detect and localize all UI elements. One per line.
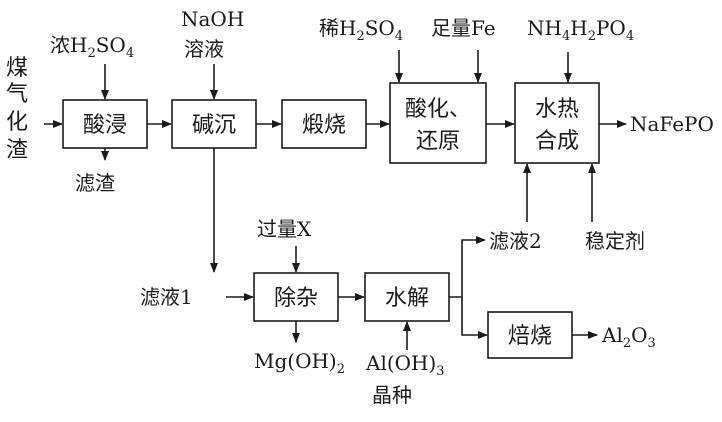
reagent-dilute-h2so4: 稀H2SO4 <box>319 16 403 44</box>
step-acid-leach: 酸浸 <box>83 113 127 138</box>
product-mgoh2: Mg(OH)2 <box>254 349 345 377</box>
product-nafepo4: NaFePO <box>630 112 714 136</box>
product-al2o3: Al2O3 <box>601 323 656 351</box>
step-hydrothermal-line2: 合成 <box>535 129 579 154</box>
reagent-conc-h2so4: 浓H2SO4 <box>50 33 134 61</box>
step-hydrolysis: 水解 <box>385 286 429 311</box>
reagent-nh4h2po4: NH4H2PO4 <box>527 16 634 44</box>
reagent-naoh: NaOH <box>181 7 244 31</box>
product-residue: 滤渣 <box>75 171 115 195</box>
product-filtrate1: 滤液1 <box>140 285 193 309</box>
step-calcine: 煅烧 <box>302 113 346 138</box>
arrow-hydrolysis-to-filtrate2 <box>449 236 486 298</box>
hydrothermal-box <box>514 82 600 164</box>
reagent-seed-crystal: 晶种 <box>372 383 412 407</box>
acidify-reduce-box <box>389 82 487 164</box>
step-acidify-reduce-line1: 酸化、 <box>405 97 471 122</box>
raw-material-char-4: 渣 <box>6 138 28 163</box>
step-impurity-removal: 除杂 <box>274 286 318 311</box>
reagent-excess-fe: 足量Fe <box>431 16 496 40</box>
step-alkali-precip: 碱沉 <box>192 113 236 138</box>
step-hydrothermal-line1: 水热 <box>535 97 579 122</box>
raw-material-char-2: 气 <box>6 82 28 107</box>
raw-material-char-1: 煤 <box>6 56 28 81</box>
raw-material-char-3: 化 <box>6 110 28 135</box>
reagent-excess-x: 过量X <box>257 217 312 241</box>
step-roast: 焙烧 <box>508 324 552 349</box>
reagent-naoh-solution: 溶液 <box>184 37 224 61</box>
step-acidify-reduce-line2: 还原 <box>416 129 460 154</box>
arrow-hydrolysis-to-roast <box>461 297 488 339</box>
reagent-stabilizer: 稳定剂 <box>585 229 645 253</box>
product-filtrate2: 滤液2 <box>489 229 542 253</box>
reagent-aloh3-seed: Al(OH)3 <box>365 351 445 379</box>
